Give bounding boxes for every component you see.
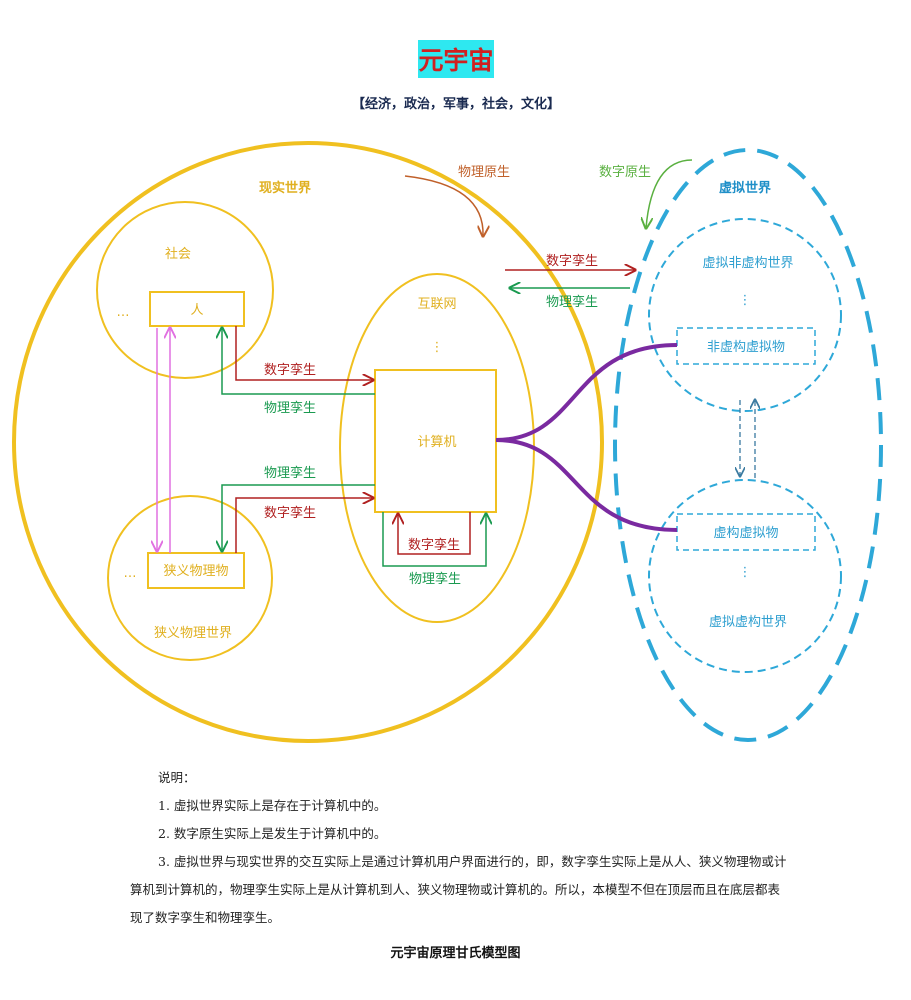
computer-box xyxy=(374,369,497,513)
figure-caption: 元宇宙原理甘氏模型图 xyxy=(390,946,521,961)
note-item: 2. 数字原生实际上是发生于计算机中的。 xyxy=(158,826,387,841)
computer-digital-twin-label: 数字孪生 xyxy=(408,537,460,553)
person-label: 人 xyxy=(190,303,203,318)
diagram-subtitle: 【经济，政治，军事，社会，文化】 xyxy=(352,96,560,112)
nonfiction-object-box xyxy=(676,327,816,365)
object-physical-twin-label: 物理孪生 xyxy=(264,465,316,481)
person-box xyxy=(149,291,245,327)
computer-physical-twin-arrow xyxy=(382,512,486,567)
person-physical-twin-label: 物理孪生 xyxy=(264,400,316,416)
top-physical-twin-label: 物理孪生 xyxy=(546,294,598,310)
physical-native-label: 物理原生 xyxy=(458,165,510,180)
society-circle xyxy=(96,201,274,379)
physical-object-label: 狭义物理物 xyxy=(163,564,228,579)
computer-to-nonfiction-link xyxy=(495,343,678,442)
note-item: 1. 虚拟世界实际上是存在于计算机中的。 xyxy=(158,798,387,813)
virtual-world-label: 虚拟世界 xyxy=(719,180,771,196)
person-digital-twin-label: 数字孪生 xyxy=(264,362,316,378)
nonfiction-world-circle xyxy=(648,218,842,412)
computer-physical-twin-label: 物理孪生 xyxy=(409,571,461,587)
nonfiction-object-label: 非虚构虚拟物 xyxy=(707,340,785,355)
physical-world-circle xyxy=(107,495,273,661)
virtual-world-ellipse xyxy=(613,148,883,742)
fiction-object-label: 虚构虚拟物 xyxy=(713,526,778,541)
fiction-ellipsis: ⋮ xyxy=(739,565,752,580)
object-digital-twin-label: 数字孪生 xyxy=(264,505,316,521)
digital-native-arrow xyxy=(646,159,693,228)
society-ellipsis: … xyxy=(117,305,130,320)
fiction-world-label: 虚拟虚构世界 xyxy=(709,615,787,630)
computer-to-fiction-link xyxy=(495,438,678,532)
physical-ellipsis: … xyxy=(124,566,137,581)
object-digital-twin-arrow xyxy=(235,498,373,553)
society-label: 社会 xyxy=(165,246,191,262)
person-digital-twin-arrow xyxy=(235,326,373,380)
internet-ellipsis: ⋮ xyxy=(431,340,444,355)
notes-heading: 说明： xyxy=(158,770,196,785)
physical-world-label: 狭义物理世界 xyxy=(154,626,232,641)
note-item: 3. 虚拟世界与现实世界的交互实际上是通过计算机用户界面进行的，即，数字孪生实际… xyxy=(130,854,787,925)
digital-native-label: 数字原生 xyxy=(599,165,651,180)
real-world-label: 现实世界 xyxy=(259,180,311,196)
nonfiction-ellipsis: ⋮ xyxy=(739,293,752,308)
real-world-ellipse xyxy=(12,141,604,743)
nonfiction-world-label: 虚拟非虚构世界 xyxy=(702,256,793,271)
notes-section: 说明： 1. 虚拟世界实际上是存在于计算机中的。 2. 数字原生实际上是发生于计… xyxy=(130,764,790,932)
physical-native-arrow xyxy=(404,175,483,236)
computer-digital-twin-arrow xyxy=(398,512,471,555)
internet-label: 互联网 xyxy=(417,297,456,312)
top-digital-twin-label: 数字孪生 xyxy=(546,253,598,269)
physical-object-box xyxy=(147,552,245,589)
title-background xyxy=(418,40,494,78)
object-physical-twin-arrow xyxy=(222,484,375,551)
fiction-world-circle xyxy=(648,479,842,673)
person-physical-twin-arrow xyxy=(222,328,375,395)
computer-label: 计算机 xyxy=(417,435,456,450)
diagram-title: 元宇宙 xyxy=(418,46,493,75)
